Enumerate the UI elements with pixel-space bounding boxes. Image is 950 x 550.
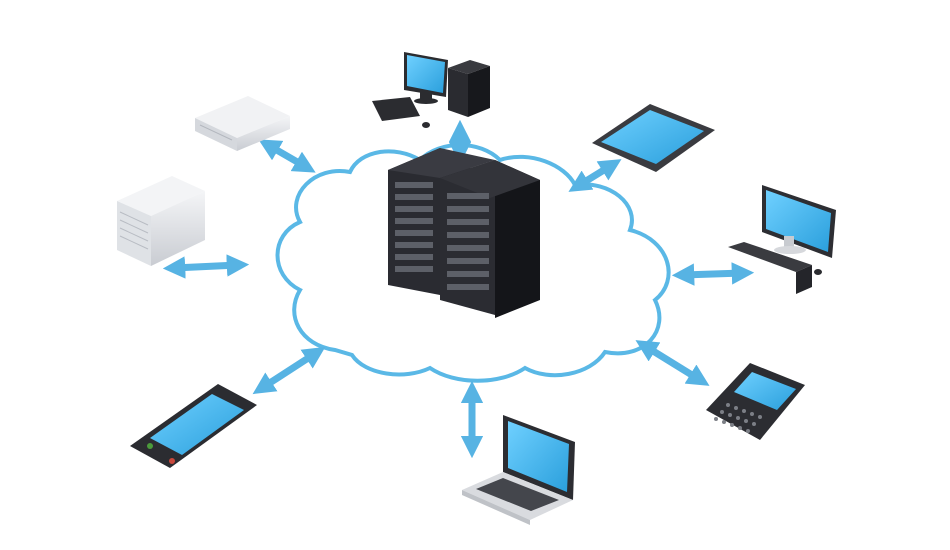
tablet-icon (592, 104, 715, 172)
arrow-desktop-monitor (671, 262, 755, 286)
desktop-tower-icon (372, 52, 490, 128)
server-rack-icon (388, 148, 540, 318)
arrow-smartphone (252, 346, 326, 395)
arrow-tablet (568, 159, 622, 192)
arrow-rack-appliance (258, 139, 316, 173)
arrow-tower-server (162, 254, 250, 279)
laptop-icon (462, 415, 575, 525)
rack-appliance-icon (195, 96, 290, 151)
arrow-smartphone-keyboard (635, 340, 710, 386)
smartphone-keyboard-icon (706, 363, 805, 440)
desktop-monitor-icon (728, 185, 836, 294)
smartphone-icon (130, 384, 257, 468)
connection-arrows (162, 119, 755, 459)
tower-server-icon (117, 176, 205, 266)
